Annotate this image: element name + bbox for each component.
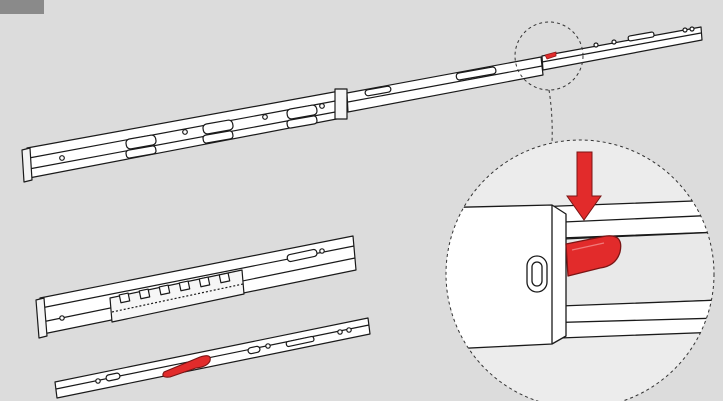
- detail-leader-line: [548, 89, 553, 144]
- separated-outer-member: [35, 235, 357, 339]
- press-down-arrow: [566, 151, 602, 221]
- ball-bearing-cage: [109, 269, 245, 323]
- mounting-holes: [59, 26, 695, 161]
- inner-member: [541, 26, 703, 71]
- outer-member: [21, 88, 348, 183]
- release-lever-small: [544, 51, 557, 60]
- extended-drawer-slide: [21, 26, 703, 183]
- separated-inner-member: [54, 317, 371, 399]
- middle-member: [346, 56, 544, 113]
- release-lever-zoomed: [565, 235, 622, 277]
- zoomed-detail: [445, 139, 715, 401]
- corner-tab: [0, 0, 44, 14]
- release-lever-bottom: [162, 355, 211, 378]
- detail-callout-small: [514, 21, 584, 91]
